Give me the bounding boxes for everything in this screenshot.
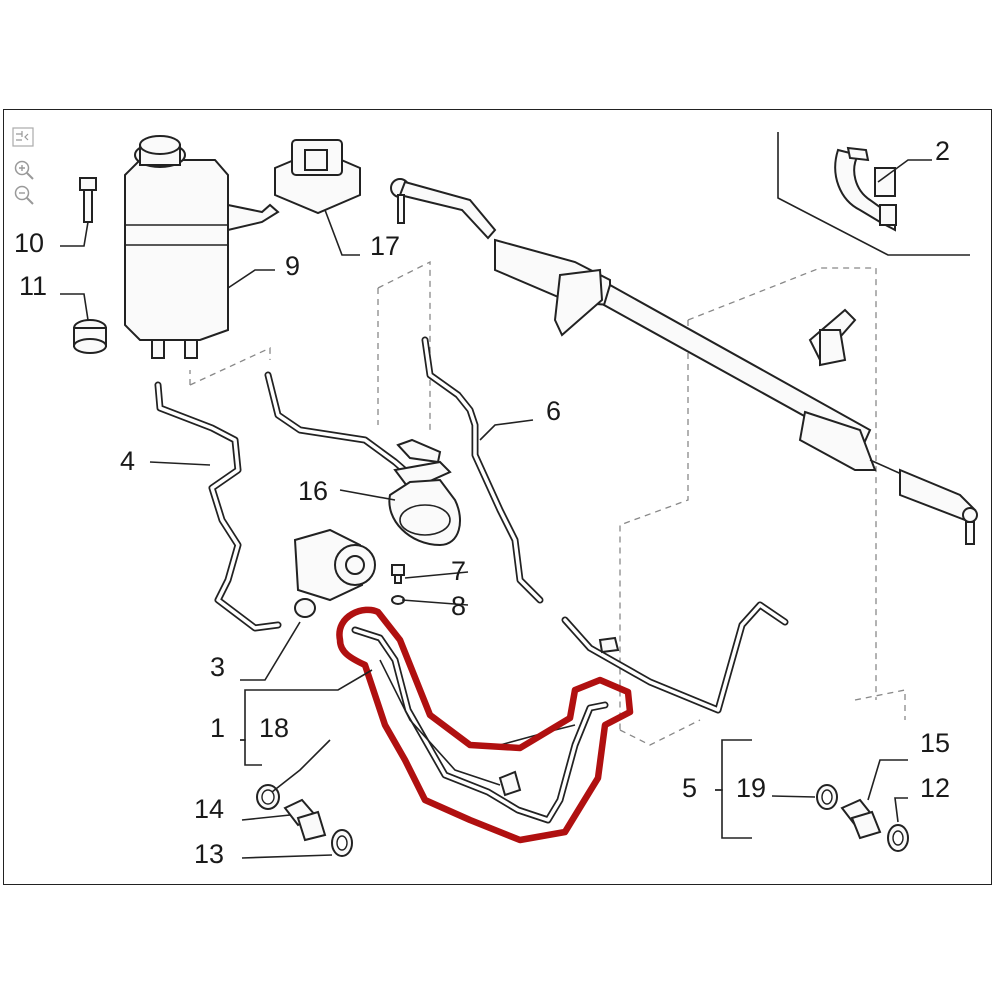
callout-9: 9 [285, 251, 300, 281]
part-5-pipe [561, 601, 789, 714]
callout-16: 16 [298, 476, 328, 506]
leader-lines [60, 209, 908, 859]
part-6-hose [421, 336, 544, 604]
part-11-grommet [73, 319, 107, 354]
callout-2: 2 [935, 136, 950, 166]
steering-rack [390, 178, 978, 545]
part-3-ring [294, 598, 316, 618]
zoom-in-icon[interactable] [14, 160, 34, 180]
callout-19: 19 [736, 773, 766, 803]
part-1-pipe [351, 626, 609, 824]
callout-5: 5 [682, 773, 697, 803]
callout-10: 10 [14, 228, 44, 258]
callout-18: 18 [259, 713, 289, 743]
callout-14: 14 [194, 794, 224, 824]
callout-4: 4 [120, 446, 135, 476]
part-15-fitting [840, 798, 882, 840]
part-16-hose [264, 371, 461, 547]
part-19-seal [816, 784, 838, 810]
callout-15: 15 [920, 728, 950, 758]
part-14-fitting [283, 798, 327, 842]
callout-8: 8 [451, 591, 466, 621]
pipe-1-highlight-outline [336, 606, 634, 844]
callout-12: 12 [920, 773, 950, 803]
callout-6: 6 [546, 396, 561, 426]
callout-7: 7 [451, 556, 466, 586]
part-17-cap [274, 139, 361, 215]
power-steering-pump [293, 528, 376, 602]
callout-3: 3 [210, 652, 225, 682]
part-7-bolt [391, 564, 405, 584]
part-2-clamp [834, 146, 897, 232]
part-4-hose [154, 381, 282, 632]
callout-11: 11 [19, 271, 47, 301]
callout-17: 17 [370, 231, 400, 261]
zoom-out-icon[interactable] [14, 185, 34, 205]
fit-view-icon[interactable] [12, 127, 34, 147]
callout-13: 13 [194, 839, 224, 869]
part-9-reservoir [124, 135, 280, 359]
part-12-washer [887, 824, 909, 852]
callout-1: 1 [210, 713, 225, 743]
part-10-bolt [79, 177, 97, 223]
part-13-washer [331, 829, 353, 857]
